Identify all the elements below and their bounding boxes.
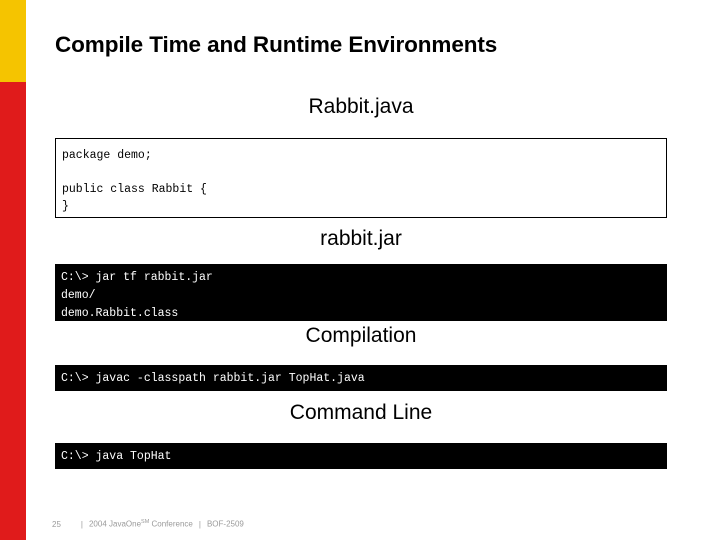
slide-title: Compile Time and Runtime Environments <box>55 32 498 57</box>
footer-separator-1: | <box>80 519 83 529</box>
footer-conference: 2004 JavaOne <box>88 519 142 529</box>
heading-command-line: Command Line <box>289 401 433 424</box>
heading-jar-file: rabbit.jar <box>320 227 402 250</box>
code-block-rabbit-java: package demo; public class Rabbit { } <box>55 138 667 218</box>
accent-bar-gap <box>26 0 30 540</box>
footer-session-id: BOF-2509 <box>206 519 244 529</box>
footer-conference-sup: SM <box>141 519 150 525</box>
accent-bar-yellow <box>0 0 26 82</box>
console-block-javac-command: C:\> javac -classpath rabbit.jar TopHat.… <box>55 365 667 391</box>
slide-footer: 25 | 2004 JavaOneSM Conference | BOF-2509 <box>52 519 672 529</box>
footer-page-number: 25 <box>52 519 61 529</box>
heading-compilation: Compilation <box>305 324 417 347</box>
heading-source-file: Rabbit.java <box>308 95 414 118</box>
console-block-java-command: C:\> java TopHat <box>55 443 667 469</box>
footer-separator-2: | <box>198 519 201 529</box>
console-block-jar-output: C:\> jar tf rabbit.jar demo/ demo.Rabbit… <box>55 264 667 321</box>
accent-bar-red <box>0 82 26 540</box>
footer-conference-tail: Conference <box>149 519 193 529</box>
